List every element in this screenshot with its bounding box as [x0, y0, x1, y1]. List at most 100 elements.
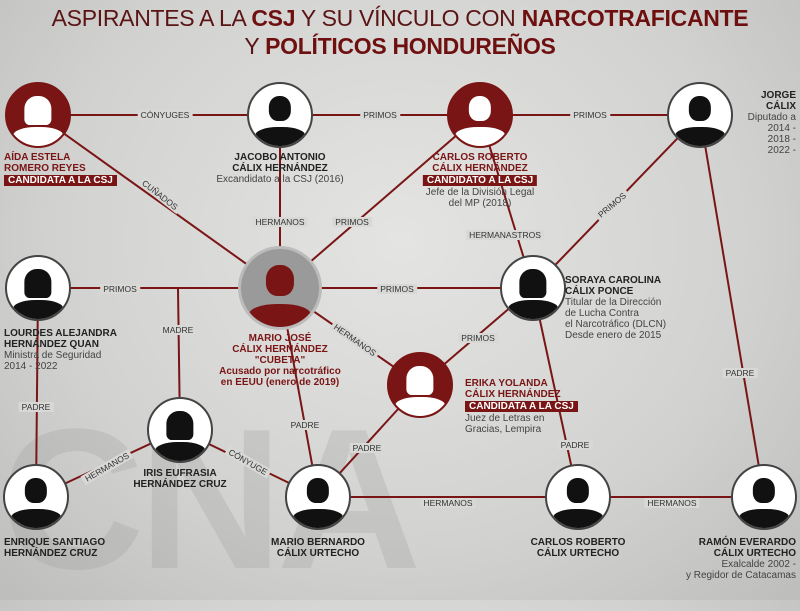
avatar-mario-jose	[238, 246, 322, 330]
silhouette-head	[306, 478, 330, 504]
avatar-soraya	[500, 255, 566, 321]
silhouette-body	[553, 509, 603, 528]
relation-line	[279, 114, 481, 289]
silhouette-head	[566, 478, 590, 504]
person-description: 2014 -	[767, 123, 796, 134]
silhouette-body	[675, 127, 725, 146]
relation-label: PRIMOS	[100, 284, 140, 294]
title-emphasis: NARCOTRAFICANTE	[521, 5, 749, 31]
relation-line	[37, 114, 281, 289]
silhouette-head	[406, 366, 434, 395]
person-name: CARLOS ROBERTO	[432, 152, 528, 163]
title-line-2: Y POLÍTICOS HONDUREÑOS	[10, 32, 790, 60]
avatar-jorge	[667, 82, 733, 148]
silhouette-body	[13, 127, 63, 146]
person-name: CÁLIX HERNÁNDEZ	[232, 163, 328, 174]
person-description: en EEUU (enero de 2019)	[220, 377, 340, 388]
avatar-jacobo	[247, 82, 313, 148]
relation-label: PADRE	[18, 402, 54, 412]
silhouette-body	[155, 442, 205, 461]
relation-label: PRIMOS	[332, 217, 372, 227]
avatar-carlos-ch	[447, 82, 513, 148]
avatar-lourdes	[5, 255, 71, 321]
silhouette-body	[13, 300, 63, 319]
silhouette-body	[739, 509, 789, 528]
candidate-badge: CANDIDATA A LA CSJ	[4, 175, 117, 186]
person-name: CÁLIX HERNÁNDEZ	[432, 163, 528, 174]
relation-label: PADRE	[287, 420, 323, 430]
silhouette-head	[752, 478, 776, 504]
person-description: Diputado a	[747, 112, 796, 123]
relation-label: HERMANOS	[644, 498, 700, 508]
person-description: 2022 -	[767, 145, 796, 156]
silhouette-head	[24, 96, 52, 125]
candidate-badge: CANDIDATO A LA CSJ	[422, 175, 538, 186]
avatar-aida	[5, 82, 71, 148]
silhouette-body	[395, 397, 445, 416]
person-name: ERIKA YOLANDA	[465, 378, 548, 389]
relation-label: PADRE	[349, 443, 385, 453]
person-name: CÁLIX HERNÁNDEZ	[465, 389, 561, 400]
silhouette-head	[24, 269, 52, 298]
person-name: HERNÁNDEZ CRUZ	[133, 479, 227, 490]
relation-label: PRIMOS	[360, 110, 400, 120]
silhouette-body	[455, 127, 505, 146]
person-name: MARIO BERNARDO	[271, 537, 365, 548]
person-description: 2014 - 2022	[4, 361, 58, 372]
person-name: HERNÁNDEZ CRUZ	[4, 548, 98, 559]
person-name: ENRIQUE SANTIAGO	[4, 537, 106, 548]
person-name: CARLOS ROBERTO	[530, 537, 626, 548]
person-nickname: "CUBETA"	[254, 355, 306, 366]
person-description: Jefe de la División Legal	[425, 187, 535, 198]
silhouette-head	[519, 269, 547, 298]
person-name: IRIS EUFRASIA	[143, 468, 217, 479]
person-name: RAMÓN EVERARDO	[698, 537, 796, 548]
person-description: Gracias, Lempira	[465, 424, 542, 435]
silhouette-head	[265, 264, 295, 296]
silhouette-body	[11, 509, 61, 528]
relation-label: PRIMOS	[570, 110, 610, 120]
person-description: Juez de Letras en	[465, 413, 545, 424]
relation-label: PRIMOS	[377, 284, 417, 294]
title-emphasis: CSJ	[251, 5, 296, 31]
person-description: el Narcotráfico (DLCN)	[565, 319, 667, 330]
title-line-1: ASPIRANTES A LA CSJ Y SU VÍNCULO CON NAR…	[10, 4, 790, 32]
person-description: del MP (2018)	[448, 198, 512, 209]
avatar-ramon	[731, 464, 797, 530]
avatar-carlos-cu	[545, 464, 611, 530]
relation-label: MADRE	[159, 325, 197, 335]
silhouette-head	[24, 478, 48, 504]
relation-line	[699, 114, 765, 498]
person-name: CÁLIX URTECHO	[536, 548, 620, 559]
person-name: CÁLIX	[766, 101, 796, 112]
person-description: de Lucha Contra	[565, 308, 639, 319]
person-name: JORGE	[760, 90, 796, 101]
relation-line	[35, 287, 39, 498]
person-description: Titular de la Dirección	[565, 297, 662, 308]
person-name: SORAYA CAROLINA	[565, 275, 662, 286]
avatar-iris	[147, 397, 213, 463]
candidate-badge: CANDIDATA A LA CSJ	[465, 401, 578, 412]
page-title: ASPIRANTES A LA CSJ Y SU VÍNCULO CON NAR…	[10, 4, 790, 60]
person-name: ROMERO REYES	[4, 163, 86, 174]
relation-label: CÓNYUGES	[137, 110, 193, 120]
person-name: JACOBO ANTONIO	[234, 152, 326, 163]
avatar-erika	[387, 352, 453, 418]
person-name: LOURDES ALEJANDRA	[4, 328, 117, 339]
title-text: Y	[244, 33, 266, 59]
person-name: CÁLIX HERNÁNDEZ	[232, 344, 328, 355]
person-description: 2018 -	[767, 134, 796, 145]
person-description: Exalcalde 2002 -	[721, 559, 797, 570]
silhouette-head	[688, 96, 712, 122]
